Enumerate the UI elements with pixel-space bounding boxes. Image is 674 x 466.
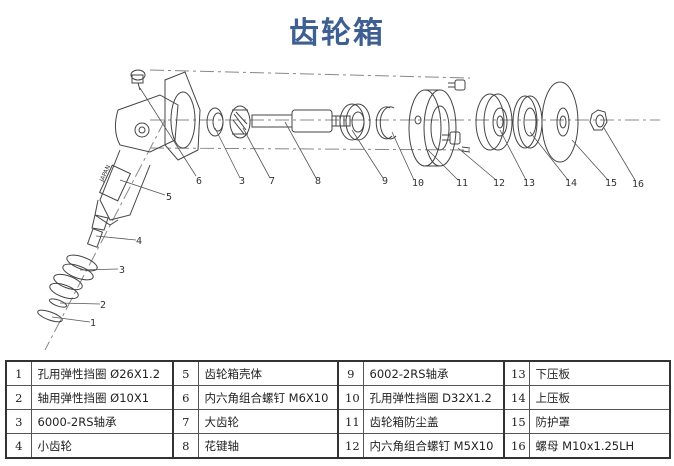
- callout-8: 8: [315, 176, 321, 187]
- part-name: 齿轮箱壳体: [197, 360, 339, 386]
- callout-9: 9: [382, 176, 388, 187]
- screw-m5-icon: [442, 79, 471, 153]
- small-gear-icon: [86, 214, 109, 248]
- part-number: 16: [503, 433, 530, 459]
- part-number: 13: [503, 360, 530, 386]
- table-row: 2 轴用弹性挡圈 Ø10X1 6 内六角组合螺钉 M6X10 10 孔用弹性挡圈…: [5, 385, 671, 410]
- upper-plate-icon: [512, 95, 543, 149]
- part-name: 齿轮箱防尘盖: [362, 409, 505, 434]
- part-number: 12: [337, 433, 364, 459]
- part-name: 6002-2RS轴承: [362, 360, 505, 386]
- guard-icon: [541, 81, 579, 163]
- callout-14: 14: [565, 178, 577, 189]
- part-number: 7: [172, 409, 199, 434]
- part-number: 4: [5, 433, 32, 459]
- part-number: 6: [172, 385, 199, 410]
- big-gear-icon: [229, 105, 251, 139]
- part-number: 3: [5, 409, 32, 434]
- circlip-26-icon: [37, 309, 63, 323]
- part-number: 14: [503, 385, 530, 410]
- callout-3b: 3: [239, 176, 245, 187]
- callout-5: 5: [166, 192, 172, 203]
- part-name: 下压板: [528, 360, 671, 386]
- part-name: 上压板: [528, 385, 671, 410]
- callout-7: 7: [269, 176, 275, 187]
- callout-2: 2: [100, 300, 106, 311]
- circlip-d32-icon: [375, 106, 397, 140]
- part-number: 2: [5, 385, 32, 410]
- screw-m6-icon: [130, 69, 146, 91]
- callout-11: 11: [456, 178, 468, 189]
- lower-plate-icon: [475, 93, 513, 151]
- part-number: 10: [337, 385, 364, 410]
- spline-shaft-icon: [251, 109, 351, 133]
- part-number: 1: [5, 360, 32, 386]
- part-number: 9: [337, 360, 364, 386]
- part-number: 5: [172, 360, 199, 386]
- callout-12: 12: [493, 178, 505, 189]
- page-title: 齿轮箱: [289, 16, 385, 51]
- gearbox-housing-icon: [94, 71, 201, 226]
- callout-15: 15: [605, 178, 617, 189]
- callout-6: 6: [196, 176, 202, 187]
- callout-10: 10: [412, 178, 424, 189]
- bearing-6000-lower-icon: [49, 254, 98, 300]
- part-number: 11: [337, 409, 364, 434]
- part-name: 内六角组合螺钉 M5X10: [362, 433, 505, 459]
- table-row: 4 小齿轮 8 花键轴 12 内六角组合螺钉 M5X10 16 螺母 M10x1…: [5, 433, 671, 459]
- part-name: 防护罩: [528, 409, 671, 434]
- part-name: 6000-2RS轴承: [30, 409, 174, 434]
- part-number: 8: [172, 433, 199, 459]
- part-name: 大齿轮: [197, 409, 339, 434]
- circlip-10-icon: [48, 298, 68, 308]
- part-name: 小齿轮: [30, 433, 174, 459]
- part-name: 螺母 M10x1.25LH: [528, 433, 671, 459]
- dust-cover-icon: [408, 89, 457, 167]
- part-name: 内六角组合螺钉 M6X10: [197, 385, 339, 410]
- part-name: 轴用弹性挡圈 Ø10X1: [30, 385, 174, 410]
- callout-13: 13: [523, 178, 535, 189]
- callout-1: 1: [90, 318, 96, 329]
- part-number: 15: [503, 409, 530, 434]
- part-name: 孔用弹性挡圈 D32X1.2: [362, 385, 505, 410]
- parts-list-table: 1 孔用弹性挡圈 Ø26X1.2 5 齿轮箱壳体 9 6002-2RS轴承 13…: [5, 360, 671, 459]
- part-name: 孔用弹性挡圈 Ø26X1.2: [30, 360, 174, 386]
- table-row: 1 孔用弹性挡圈 Ø26X1.2 5 齿轮箱壳体 9 6002-2RS轴承 13…: [5, 360, 671, 386]
- nut-icon: [589, 109, 608, 131]
- exploded-view-diagram: JAPAN 1 2 3 4 5 6 3 7 8 9 10 11 12 13 14…: [37, 69, 660, 350]
- callout-4: 4: [136, 236, 142, 247]
- part-name: 花键轴: [197, 433, 339, 459]
- callout-3: 3: [119, 265, 125, 276]
- callout-16: 16: [632, 179, 644, 190]
- bearing-6000-icon: [206, 107, 224, 137]
- table-row: 3 6000-2RS轴承 7 大齿轮 11 齿轮箱防尘盖 15 防护罩: [5, 409, 671, 434]
